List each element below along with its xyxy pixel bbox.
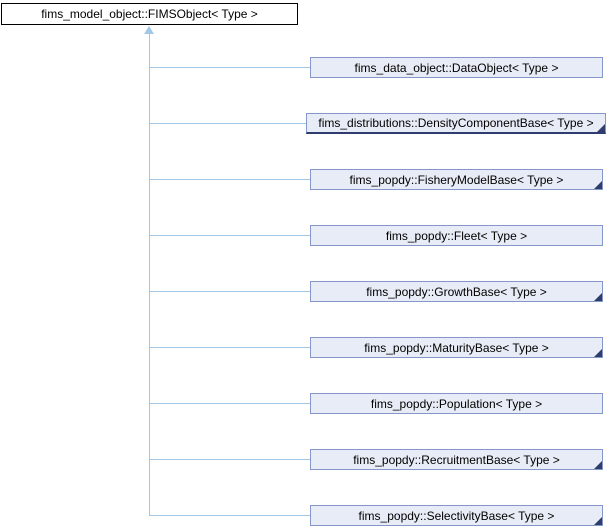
derived-class-label: fims_popdy::GrowthBase< Type > [366, 284, 547, 299]
derived-class-label: fims_popdy::RecruitmentBase< Type > [353, 452, 560, 467]
connector-branch-line [149, 347, 310, 348]
connector-branch-line [149, 235, 310, 236]
derived-class-label: fims_popdy::Population< Type > [370, 396, 543, 411]
connector-branch-line [149, 67, 310, 68]
derived-class-label: fims_distributions::DensityComponentBase… [318, 116, 594, 130]
has-subclasses-fold-icon [597, 124, 605, 132]
derived-class-node-population[interactable]: fims_popdy::Population< Type > [310, 393, 603, 414]
derived-class-node-selectivitybase[interactable]: fims_popdy::SelectivityBase< Type > [310, 505, 603, 526]
derived-class-label: fims_popdy::MaturityBase< Type > [364, 340, 549, 355]
derived-class-label: fims_popdy::FisheryModelBase< Type > [349, 172, 564, 187]
base-class-label: fims_model_object::FIMSObject< Type > [41, 7, 258, 21]
derived-class-label: fims_popdy::Fleet< Type > [385, 228, 528, 243]
derived-class-node-dataobject[interactable]: fims_data_object::DataObject< Type > [310, 57, 603, 78]
derived-class-node-maturitybase[interactable]: fims_popdy::MaturityBase< Type > [310, 337, 603, 358]
has-subclasses-fold-icon [594, 181, 602, 189]
derived-class-node-densitycomponentbase[interactable]: fims_distributions::DensityComponentBase… [306, 113, 606, 134]
derived-class-node-recruitmentbase[interactable]: fims_popdy::RecruitmentBase< Type > [310, 449, 603, 470]
connector-branch-line [149, 291, 310, 292]
connector-branch-line [149, 179, 310, 180]
has-subclasses-fold-icon [594, 293, 602, 301]
has-subclasses-fold-icon [594, 517, 602, 525]
has-subclasses-fold-icon [594, 461, 602, 469]
base-class-node: fims_model_object::FIMSObject< Type > [1, 3, 298, 25]
derived-class-node-fleet[interactable]: fims_popdy::Fleet< Type > [310, 225, 603, 246]
derived-class-label: fims_data_object::DataObject< Type > [354, 60, 559, 75]
derived-class-node-fisherymodelbase[interactable]: fims_popdy::FisheryModelBase< Type > [310, 169, 603, 190]
connector-branch-line [149, 403, 310, 404]
connector-branch-line [149, 459, 310, 460]
arrow-up-icon [144, 26, 154, 34]
derived-class-node-growthbase[interactable]: fims_popdy::GrowthBase< Type > [310, 281, 603, 302]
derived-class-label: fims_popdy::SelectivityBase< Type > [358, 508, 555, 523]
connector-trunk-line [149, 33, 150, 516]
has-subclasses-fold-icon [594, 349, 602, 357]
connector-branch-line [149, 123, 306, 124]
connector-branch-line [149, 515, 310, 516]
